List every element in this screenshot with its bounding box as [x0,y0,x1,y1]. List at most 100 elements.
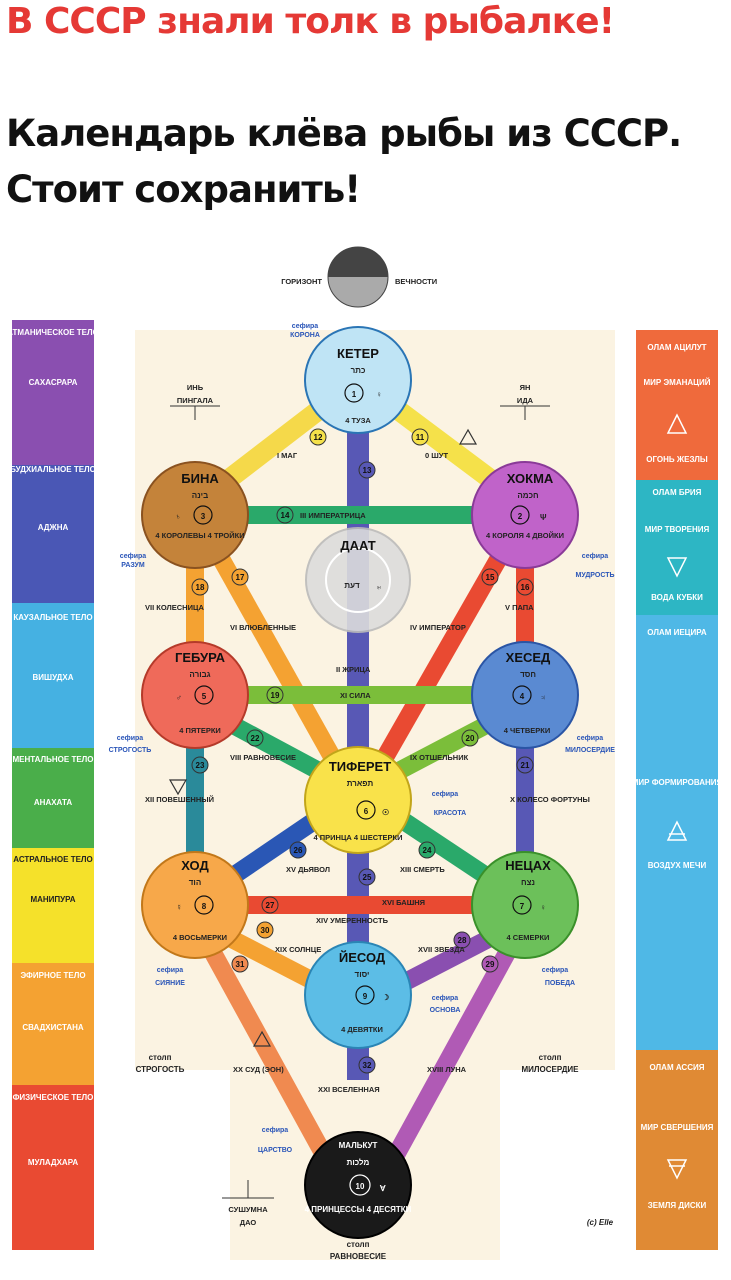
sefira-name: ЙЕСОД [339,950,386,965]
path-label-22: VIII РАВНОВЕСИЕ [230,753,296,762]
path-29 [377,915,533,1180]
path-label-32: XXI ВСЕЛЕННАЯ [318,1085,380,1094]
chakra-title-3: КАУЗАЛЬНОЕ ТЕЛО [13,613,92,622]
path-marker-25 [358,868,376,886]
sushumna-label: СУШУМНА [228,1205,268,1214]
sefira-name: КЕТЕР [337,346,379,361]
air-triangle-icon [666,820,688,841]
path-num-30: 30 [261,926,270,935]
yan-label: ЯН [520,383,531,392]
uranus-icon: ♅ [376,583,382,592]
sefira-number: 9 [363,992,368,1001]
water-triangle-icon [666,557,688,578]
chakra-band-5 [12,848,94,963]
chakra-band-3 [12,603,94,748]
path-num-12: 12 [314,433,323,442]
chakra-title-1: АТМАНИЧЕСКОЕ ТЕЛО [7,328,99,337]
sefira-cards: 4 СЕМЕРКИ [507,933,550,942]
world-element-3: ВОЗДУХ МЕЧИ [648,861,707,870]
world-sub-4: МИР СВЕРШЕНИЯ [641,1123,714,1132]
hesed-caption-a: сефира [577,735,603,742]
sun-icon: ☉ [382,808,389,817]
sefira-hesed: ХЕСЕД חסד 4 ♃ 4 ЧЕТВЕРКИ [471,641,579,749]
sefira-cards: 4 ТУЗА [345,416,371,425]
left-chakra-bar: АТМАНИЧЕСКОЕ ТЕЛО САХАСРАРА БУДХИАЛЬНОЕ … [7,320,99,1250]
path-num-14: 14 [281,511,290,520]
sefira-keter: КЕТЕР כתר 1 ♀ 4 ТУЗА [304,326,412,434]
path-label-21: X КОЛЕСО ФОРТУНЫ [510,795,590,804]
path-markers: 12 11 13 14 17 18 15 16 19 22 20 23 21 2… [191,428,534,1074]
sefira-name: ХОКМА [507,471,554,486]
hokma-caption-b: МУДРОСТЬ [575,572,614,579]
sefira-name: ГЕБУРА [175,650,226,665]
sefira-hebrew: דעת [344,581,360,590]
chakra-name-3: ВИШУДХА [33,673,74,682]
sefira-name: ХЕСЕД [506,650,551,665]
chakra-title-2: БУДХИАЛЬНОЕ ТЕЛО [10,465,96,474]
path-label-29: XVIII ЛУНА [427,1065,467,1074]
chakra-band-1 [12,320,94,465]
path-marker-14 [276,506,294,524]
subtitle: Календарь клёва рыбы из СССР. Стоит сохр… [6,106,726,218]
path-marker-15 [481,568,499,586]
sefira-number: 6 [364,807,369,816]
path-num-16: 16 [521,583,530,592]
netzah-caption-a: сефира [542,967,568,974]
sefira-hebrew: חסד [520,670,536,679]
sefira-number: 10 [356,1182,365,1191]
path-marker-17 [231,568,249,586]
sefira-netzah: НЕЦАХ נצח 7 ♀ 4 СЕМЕРКИ [471,851,579,959]
earth-triangle-icon [666,1159,688,1180]
air-symbol-icon [458,428,478,445]
sefira-cards: 4 КОРОЛЯ 4 ДВОЙКИ [486,531,564,540]
path-marker-30 [256,921,274,939]
path-label-19: XI СИЛА [340,691,371,700]
chakra-name-7: МУЛАДХАРА [28,1158,78,1167]
sefira-cards: 4 ПЯТЕРКИ [179,726,221,735]
sefira-number-circle [355,985,375,1005]
sefira-number-circle [194,895,214,915]
subtitle-line-1: Календарь клёва рыбы из СССР. [6,112,682,155]
path-num-25: 25 [363,873,372,882]
yesod-caption-b: ОСНОВА [430,1007,461,1014]
sefira-number-circle [512,685,532,705]
headline: В СССР знали толк в рыбалке! [6,1,615,42]
sefira-number: 3 [201,512,206,521]
path-marker-22 [246,729,264,747]
path-label-25: XIV УМЕРЕННОСТЬ [316,916,389,925]
chakra-title-7: ФИЗИЧЕСКОЕ ТЕЛО [13,1093,94,1102]
keter-caption-b: КОРОНА [290,332,320,339]
world-title-2: ОЛАМ БРИЯ [653,488,702,497]
world-band-1 [636,330,718,480]
path-label-17: VI ВЛЮБЛЕННЫЕ [230,623,296,632]
path-num-32: 32 [363,1061,372,1070]
fire-triangle-icon [666,413,688,434]
path-label-15: IV ИМПЕРАТОР [410,623,466,632]
path-marker-31 [231,955,249,973]
sefira-number: 4 [520,692,525,701]
fire-symbol-icon [252,1030,272,1047]
world-title-3: ОЛАМ ИЕЦИРА [647,628,707,637]
sefira-hebrew: גבורה [189,670,210,679]
sefira-hebrew: נצח [521,878,535,887]
chakra-band-4 [12,748,94,848]
chakra-title-4: МЕНТАЛЬНОЕ ТЕЛО [12,755,93,764]
sefira-cards: 4 ДЕВЯТКИ [341,1025,383,1034]
path-num-20: 20 [466,734,475,743]
path-num-11: 11 [416,433,425,442]
pillar-left-a: столп [149,1053,172,1062]
bina-caption-b: РАЗУМ [121,562,145,569]
gebura-caption-a: сефира [117,735,143,742]
sefira-hebrew: בינה [192,491,208,500]
path-num-29: 29 [486,960,495,969]
path-marker-32 [358,1056,376,1074]
hod-caption-a: сефира [157,967,183,974]
path-num-31: 31 [236,960,245,969]
path-label-30: XIX СОЛНЦЕ [275,945,321,954]
path-label-27: XVI БАШНЯ [382,898,425,907]
horizon-icon [327,246,389,308]
path-17 [197,525,353,785]
chakra-title-5: АСТРАЛЬНОЕ ТЕЛО [13,855,93,864]
jupiter-icon: ♃ [540,693,546,702]
pillar-center-b: РАВНОВЕСИЕ [330,1252,387,1261]
